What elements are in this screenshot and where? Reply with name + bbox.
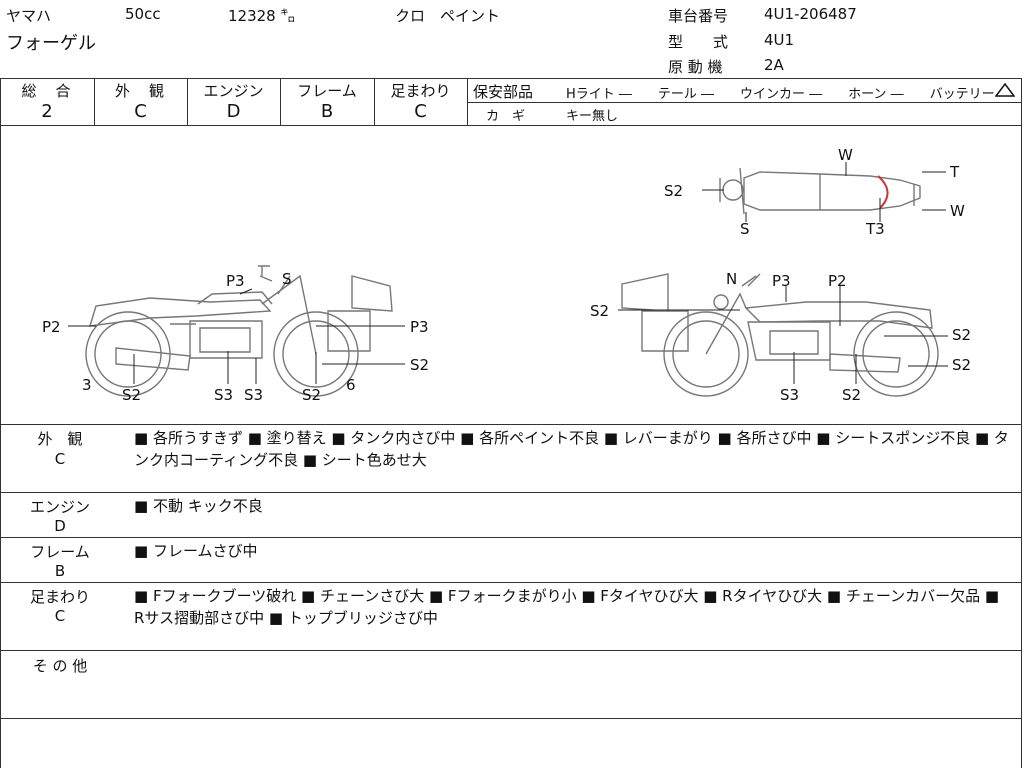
divider — [0, 537, 1022, 538]
diagram-label: S2 — [664, 182, 683, 200]
divider — [280, 78, 281, 125]
section-frame-grade: B — [54, 562, 66, 580]
divider — [187, 78, 188, 125]
engine-label: 原 動 機 — [668, 58, 723, 76]
grade-total-label: 総 合 — [21, 82, 73, 100]
divider — [374, 78, 375, 125]
diagram-label: W — [838, 146, 853, 164]
diagram-label: T — [949, 163, 960, 181]
diagram-label: S3 — [780, 386, 799, 404]
type-label: 型 式 — [668, 33, 729, 51]
section-suspension-label: 足まわり — [29, 588, 90, 606]
grade-engine-label: エンジン — [203, 82, 264, 100]
frame-no-label: 車台番号 — [668, 7, 729, 25]
left-bike-case — [327, 310, 371, 352]
diagram-label: S3 — [214, 386, 233, 404]
grade-total-value: 2 — [41, 101, 53, 122]
divider — [0, 125, 1022, 126]
damage-diagram: P3 S P2 P3 S2 3 S2 S3 S3 S2 6 N P3 P2 S2… — [42, 146, 971, 404]
model-name: フォーゲル — [6, 33, 96, 54]
divider — [468, 102, 1022, 103]
left-bike-front-wheel — [273, 311, 359, 397]
diagram-label: S2 — [122, 386, 141, 404]
color: クロ ペイント — [395, 7, 501, 25]
divider — [0, 78, 1, 768]
diagram-label: S2 — [952, 326, 971, 344]
section-engine-text: ■ 不動 キック不良 — [134, 497, 263, 515]
diagram-label: S2 — [952, 356, 971, 374]
diagram-label: P3 — [226, 272, 245, 290]
grade-frame-value: B — [320, 101, 334, 122]
divider — [467, 78, 468, 125]
diagram-label: S — [740, 220, 750, 238]
diagram-label: P3 — [410, 318, 429, 336]
frame-no: 4U1-206487 — [764, 5, 857, 23]
diagram-label: S2 — [302, 386, 321, 404]
diagram-label: S2 — [842, 386, 861, 404]
right-bike-rear-wheel — [853, 311, 939, 397]
section-exterior-text: ■ 各所うすきず ■ 塗り替え ■ タンク内さび中 ■ 各所ペイント不良 ■ レ… — [134, 429, 1009, 469]
triangle-icon — [994, 82, 1016, 101]
section-engine-grade: D — [54, 517, 66, 535]
section-frame-label: フレーム — [30, 543, 90, 561]
diagram-label: P2 — [828, 272, 847, 290]
divider — [0, 78, 1022, 79]
diagram-label: 3 — [82, 376, 92, 394]
maker-name: ヤマハ — [6, 7, 52, 25]
safety-label: 保安部品 — [473, 83, 534, 101]
section-engine-label: エンジン — [29, 498, 90, 516]
section-other-label: そ の 他 — [32, 657, 88, 675]
divider — [0, 582, 1022, 583]
key-value: キー無し — [566, 109, 619, 124]
divider — [94, 78, 95, 125]
diagram-label: 6 — [346, 376, 356, 394]
safety-items: Hライト ― テール ― ウインカー ― ホーン ― バッテリー — [566, 87, 995, 102]
section-suspension-grade: C — [54, 607, 66, 625]
diagram-label: S — [282, 270, 292, 288]
grade-suspension-value: C — [414, 101, 427, 122]
diagram-label: S2 — [590, 302, 609, 320]
diagram-label: P2 — [42, 318, 61, 336]
type-value: 4U1 — [764, 31, 795, 49]
diagram-label: T3 — [865, 220, 885, 238]
engine-value: 2A — [764, 56, 784, 74]
grade-frame-label: フレーム — [297, 82, 357, 100]
divider — [0, 718, 1022, 719]
key-label: カ ギ — [486, 109, 526, 124]
grade-exterior-value: C — [134, 101, 147, 122]
section-exterior-grade: C — [54, 450, 66, 468]
section-exterior-label: 外 観 — [37, 430, 83, 448]
divider — [0, 492, 1022, 493]
divider — [0, 650, 1022, 651]
diagram-label: W — [950, 202, 965, 220]
divider — [0, 424, 1022, 425]
diagram-label: N — [726, 270, 737, 288]
grade-exterior-label: 外 観 — [114, 82, 166, 100]
top-view-bike — [743, 171, 921, 211]
diagram-label: S2 — [410, 356, 429, 374]
grade-suspension-label: 足まわり — [390, 82, 451, 100]
section-frame-text: ■ フレームさび中 — [134, 542, 258, 560]
divider — [1021, 78, 1022, 768]
mileage: 12328 ㌔ — [228, 7, 296, 25]
diagram-label: P3 — [772, 272, 791, 290]
right-bike-case — [641, 310, 689, 352]
displacement: 50cc — [125, 5, 161, 23]
section-suspension-text: ■ Fフォークブーツ破れ ■ チェーンさび大 ■ Fフォークまがり小 ■ Fタイ… — [134, 587, 1000, 627]
diagram-label: S3 — [244, 386, 263, 404]
grade-engine-value: D — [226, 101, 241, 122]
right-bike-front-wheel — [663, 311, 749, 397]
